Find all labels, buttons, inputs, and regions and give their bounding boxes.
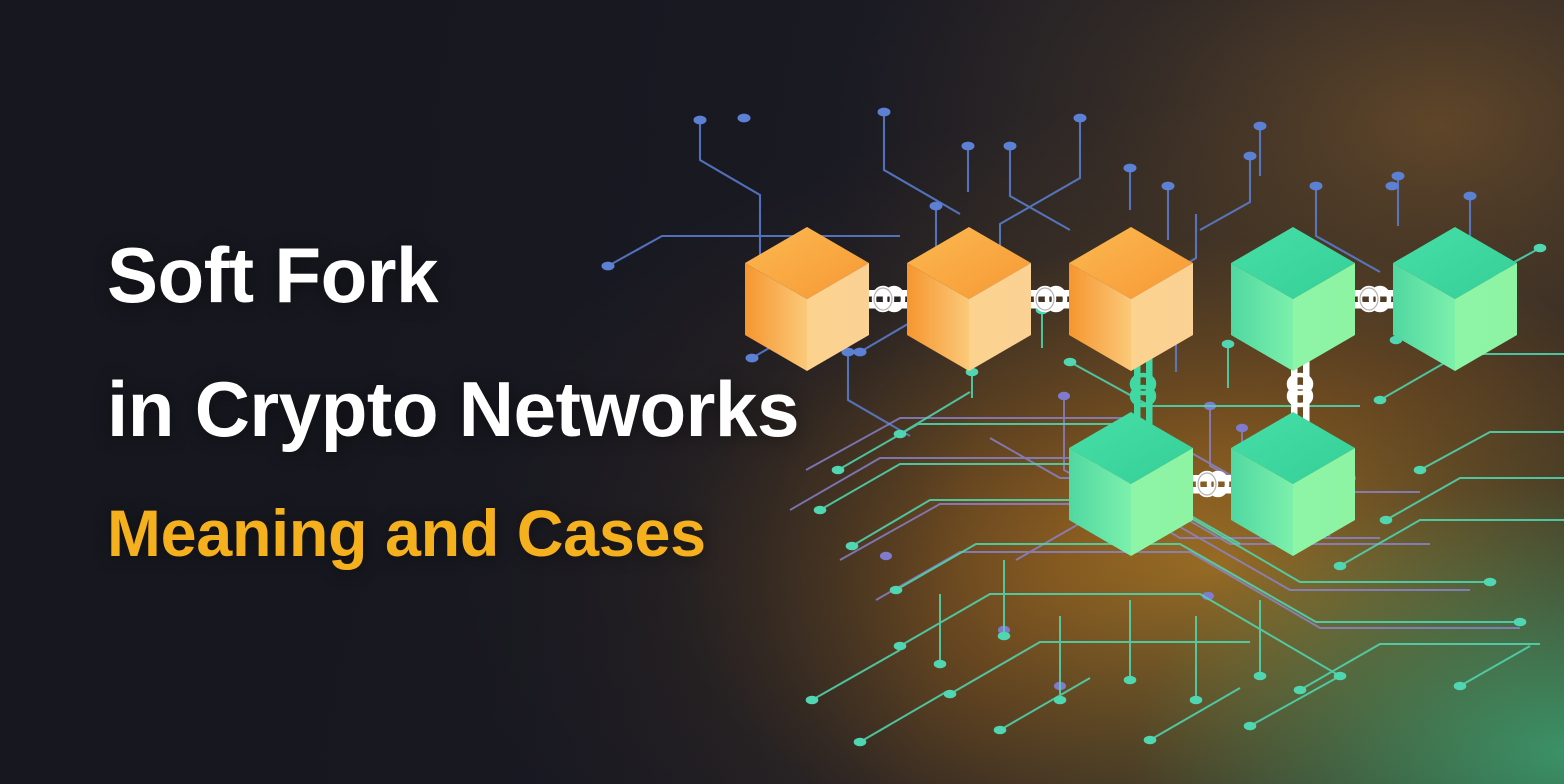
page-subtitle: Meaning and Cases (107, 496, 706, 570)
headline-line-1: Soft Fork (107, 231, 439, 319)
cube-block-5 (1393, 227, 1517, 371)
circuit-nodes-blue (601, 107, 1477, 363)
cube-block-3 (1069, 227, 1193, 371)
hero-text-block: Soft Fork in Crypto Networks Meaning and… (107, 236, 927, 566)
circuit-nodes-teal (805, 243, 1547, 747)
cube-fork-block-2 (1231, 412, 1355, 556)
headline-line-2: in Crypto Networks (107, 365, 799, 453)
page-title: Soft Fork in Crypto Networks (107, 236, 911, 448)
